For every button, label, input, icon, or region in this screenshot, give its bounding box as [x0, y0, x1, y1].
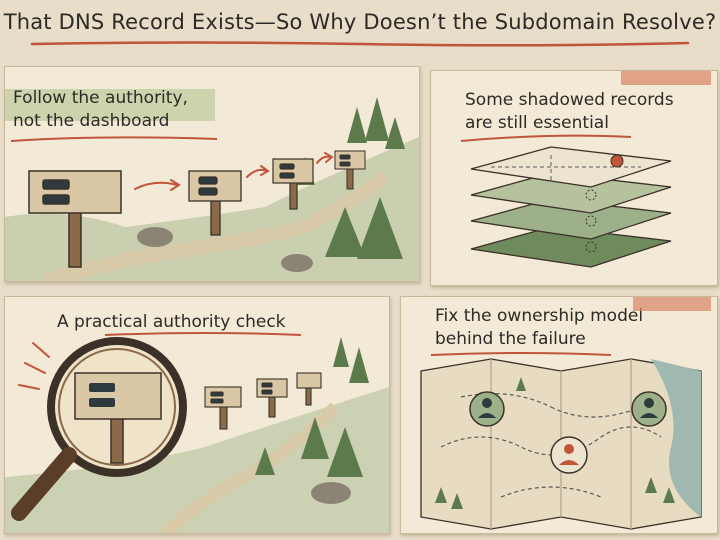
- signpost-icon: [272, 158, 314, 210]
- signpost-icon: [188, 170, 242, 236]
- magnifier-trail-illustration: [5, 332, 389, 533]
- page-title: That DNS Record Exists—So Why Doesn’t th…: [3, 10, 717, 34]
- signpost-icon: [204, 372, 322, 430]
- panel-4-caption: Fix the ownership model behind the failu…: [435, 305, 643, 351]
- panel-follow-authority: Follow the authority, not the dashboard: [4, 66, 420, 282]
- user-pin-icon: [631, 391, 667, 427]
- panel-2-caption: Some shadowed records are still essentia…: [465, 89, 674, 135]
- panel-authority-check: A practical authority check: [4, 296, 390, 534]
- magnifier-icon: [11, 337, 187, 521]
- map-icon: [420, 352, 702, 530]
- signpost-icon: [334, 150, 366, 190]
- caption-line: Fix the ownership model: [435, 306, 644, 326]
- signpost-icon: [28, 170, 122, 268]
- caption-line: A practical authority check: [57, 312, 286, 332]
- user-pin-icon: [469, 391, 505, 427]
- panel-1-caption: Follow the authority, not the dashboard: [13, 87, 188, 133]
- signpost-trail-illustration: [5, 89, 419, 281]
- caption-line: Follow the authority,: [13, 88, 188, 108]
- caption-line: not the dashboard: [13, 111, 170, 131]
- panel-shadowed-records: Some shadowed records are still essentia…: [430, 70, 718, 286]
- arrow-icon: [134, 152, 334, 191]
- caption-line: are still essential: [465, 113, 609, 133]
- title-underline: [30, 41, 690, 47]
- tape-strip: [621, 71, 711, 85]
- caption-line: behind the failure: [435, 329, 586, 349]
- user-pin-icon: [550, 436, 588, 474]
- tree-group: [255, 337, 369, 477]
- tree-group: [435, 377, 675, 509]
- panel-3-caption: A practical authority check: [57, 311, 286, 334]
- layer-stack-icon: [460, 134, 672, 268]
- tape-strip: [633, 297, 711, 311]
- panel-ownership-model: Fix the ownership model behind the failu…: [400, 296, 718, 534]
- caption-line: Some shadowed records: [465, 90, 674, 110]
